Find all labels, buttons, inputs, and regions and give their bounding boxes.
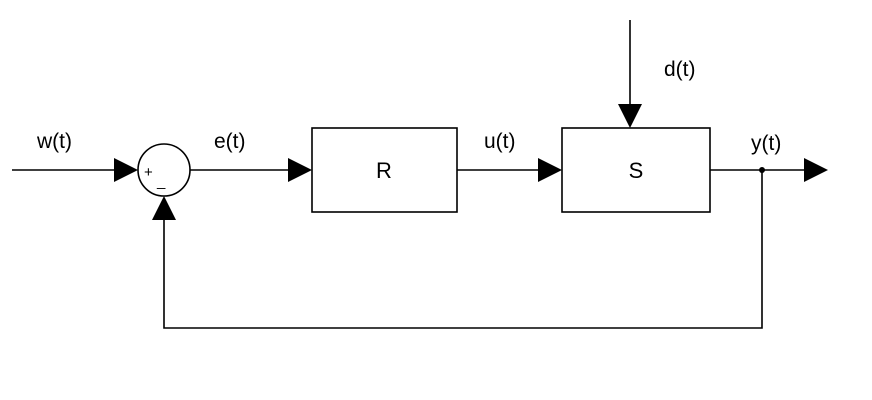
controller-block [311,127,458,213]
plus-sign: + [144,164,153,181]
feedback-arrow [152,196,176,220]
controller-label: R [376,158,392,183]
control-label: u(t) [484,130,516,153]
plant-label: S [629,158,644,183]
error-label: e(t) [214,130,246,153]
disturbance-label: d(t) [664,58,696,81]
control-arrow [538,158,562,182]
disturbance-arrow [618,104,642,128]
output-label: y(t) [751,132,781,155]
output-arrow [804,158,828,182]
error-arrow [288,158,312,182]
feedback-wire [163,170,763,329]
minus-sign: _ [156,173,166,190]
reference-arrow [114,158,138,182]
reference-label: w(t) [36,130,72,153]
